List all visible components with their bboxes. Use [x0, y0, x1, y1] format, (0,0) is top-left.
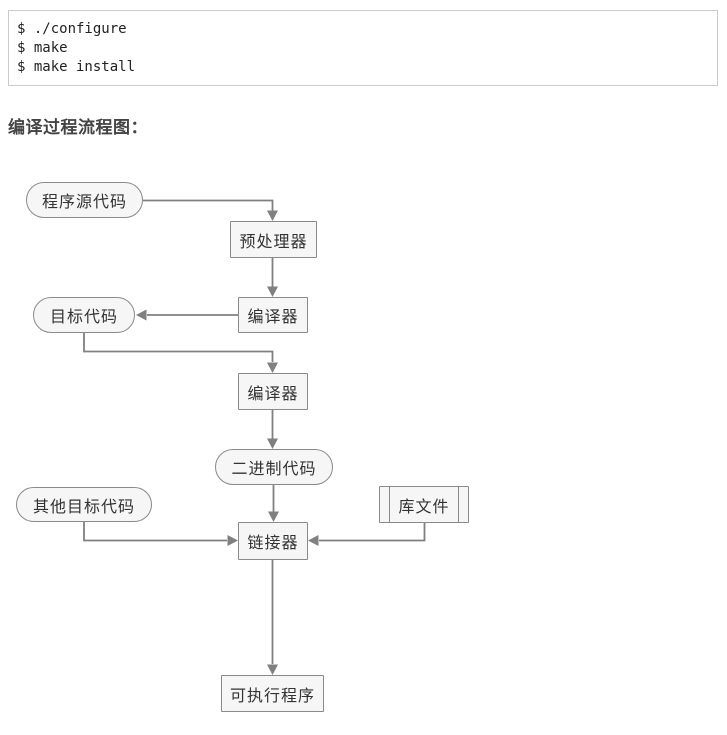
code-block: $ ./configure $ make $ make install [8, 10, 718, 86]
edge-libraryfiles-linker [319, 523, 426, 542]
node-object-code: 目标代码 [33, 297, 135, 333]
node-label: 编译器 [247, 385, 299, 403]
code-line: $ ./configure [17, 21, 127, 37]
arrowhead [267, 438, 278, 449]
subroutine-inner-line [389, 487, 390, 522]
node-library-files: 库文件 [379, 486, 469, 523]
arrowhead [308, 535, 319, 546]
code-line: $ make [17, 40, 68, 56]
node-label: 预处理器 [239, 233, 308, 251]
node-program-source-code: 程序源代码 [26, 182, 143, 218]
arrowhead [267, 210, 278, 221]
section-heading: 编译过程流程图： [8, 118, 148, 137]
node-linker: 链接器 [238, 522, 308, 560]
edge-objectcode-compiler2 [83, 333, 274, 362]
arrowhead [268, 511, 279, 522]
arrowhead [267, 664, 278, 675]
edge-source-preprocessor [143, 199, 274, 211]
subroutine-inner-line [458, 487, 459, 522]
node-label: 二进制代码 [231, 461, 317, 478]
arrowhead [136, 309, 147, 321]
node-label: 目标代码 [49, 309, 118, 326]
node-label: 其他目标代码 [32, 498, 135, 516]
node-label: 库文件 [398, 498, 450, 516]
node-compiler-2: 编译器 [238, 373, 308, 410]
node-binary-code: 二进制代码 [215, 449, 333, 485]
node-label: 编译器 [247, 309, 299, 326]
node-label: 可执行程序 [229, 687, 315, 705]
arrowhead [227, 535, 238, 546]
node-label: 程序源代码 [41, 194, 127, 211]
arrowhead [267, 362, 278, 373]
code-line: $ make install [17, 59, 136, 75]
edge-otherobject-linker [83, 522, 227, 542]
arrowhead [267, 286, 278, 297]
node-compiler-1: 编译器 [238, 297, 308, 333]
node-preprocessor: 预处理器 [230, 221, 317, 258]
node-label: 链接器 [247, 535, 299, 552]
node-executable-program: 可执行程序 [221, 675, 324, 712]
node-other-object-code: 其他目标代码 [16, 487, 152, 522]
